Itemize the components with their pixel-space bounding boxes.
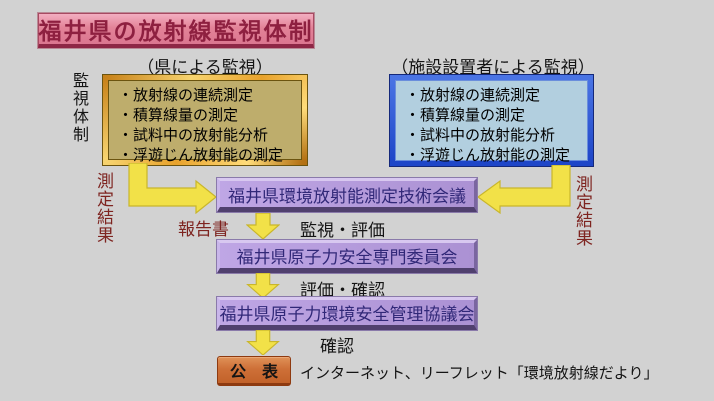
pref-monitoring-item: ・浮遊じん放射能の測定: [118, 147, 284, 164]
measurement-result-label-right: 測定結果: [573, 175, 592, 247]
operator-monitoring-item: ・積算線量の測定: [405, 107, 526, 124]
operator-monitoring-item: ・放射線の連続測定: [405, 87, 541, 104]
pref-monitoring-box: ・放射線の連続測定 ・積算線量の測定 ・試料中の放射能分析 ・浮遊じん放射能の測…: [103, 75, 307, 165]
operator-monitoring-item: ・試料中の放射能分析: [405, 127, 556, 144]
flow-box-technical-council-label: 福井県環境放射能測定技術会議: [228, 186, 466, 206]
publish-box: 公 表: [217, 356, 291, 386]
measurement-result-label-left: 測定結果: [94, 172, 113, 244]
flow-arrow-left-icon: [128, 163, 217, 214]
down-arrow-1-icon: [246, 213, 280, 239]
pref-monitoring-header: （県による監視）: [137, 58, 273, 77]
flow-box-safety-expert-committee-label: 福井県原子力安全専門委員会: [236, 248, 458, 267]
down-arrow-3-icon: [246, 330, 280, 355]
operator-monitoring-item: ・浮遊じん放射能の測定: [405, 147, 571, 164]
down-arrow-2-icon: [246, 273, 280, 298]
side-label-monitoring-system: 監視体制: [70, 72, 87, 144]
pref-monitoring-item: ・放射線の連続測定: [118, 87, 254, 104]
operator-monitoring-header: （施設設置者による監視）: [391, 58, 595, 77]
flow-arrow-right-icon: [476, 165, 571, 215]
step-label-evaluation-confirmation: 評価・確認: [300, 281, 385, 300]
publish-box-label: 公 表: [229, 364, 278, 381]
report-label: 報告書: [178, 220, 229, 239]
publish-note: インターネット、リーフレット「環境放射線だより」: [300, 365, 659, 382]
pref-monitoring-item: ・試料中の放射能分析: [118, 127, 269, 144]
step-label-confirmation: 確認: [320, 337, 354, 356]
operator-monitoring-box: ・放射線の連続測定 ・積算線量の測定 ・試料中の放射能分析 ・浮遊じん放射能の測…: [390, 75, 593, 166]
flow-box-safety-management-council-label: 福井県原子力環境安全管理協議会: [219, 305, 475, 324]
page-title-text: 福井県の放射線監視体制: [38, 18, 314, 44]
flow-box-safety-expert-committee: 福井県原子力安全専門委員会: [217, 240, 477, 273]
flow-box-safety-management-council: 福井県原子力環境安全管理協議会: [217, 297, 477, 330]
page-title: 福井県の放射線監視体制: [38, 13, 314, 48]
flow-box-technical-council: 福井県環境放射能測定技術会議: [217, 178, 477, 212]
pref-monitoring-item: ・積算線量の測定: [118, 107, 239, 124]
step-label-monitoring-evaluation: 監視・評価: [300, 221, 385, 240]
